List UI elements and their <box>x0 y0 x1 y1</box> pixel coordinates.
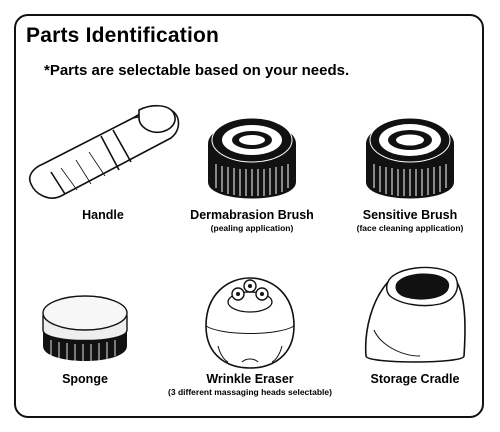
sponge-illustration <box>42 295 128 362</box>
page-subtitle: *Parts are selectable based on your need… <box>44 62 350 79</box>
part-dermabrasion-brush: Dermabrasion Brush (pealing application) <box>182 100 322 233</box>
sensitive-brush-illustration <box>366 117 454 199</box>
part-note: (pealing application) <box>210 223 294 233</box>
part-label: Handle <box>82 208 124 222</box>
wrinkle-eraser-illustration <box>205 277 295 369</box>
part-note: (3 different massaging heads selectable) <box>168 387 332 397</box>
storage-cradle-illustration <box>364 266 466 363</box>
part-label: Storage Cradle <box>370 372 460 386</box>
handle-illustration <box>28 104 179 199</box>
part-wrinkle-eraser: Wrinkle Eraser (3 different massaging he… <box>160 264 340 397</box>
dermabrasion-brush-illustration <box>208 117 296 199</box>
diagram-frame <box>14 14 484 418</box>
part-label: Dermabrasion Brush <box>190 208 314 222</box>
part-sponge: Sponge <box>20 280 150 386</box>
part-label: Wrinkle Eraser <box>206 372 294 386</box>
part-label: Sensitive Brush <box>362 208 458 222</box>
part-sensitive-brush: Sensitive Brush (face cleaning applicati… <box>340 100 480 233</box>
part-note: (face cleaning application) <box>356 223 464 233</box>
part-label: Sponge <box>62 372 108 386</box>
part-storage-cradle: Storage Cradle <box>350 260 480 386</box>
part-handle: Handle <box>18 96 188 222</box>
page-title: Parts Identification <box>26 24 220 47</box>
